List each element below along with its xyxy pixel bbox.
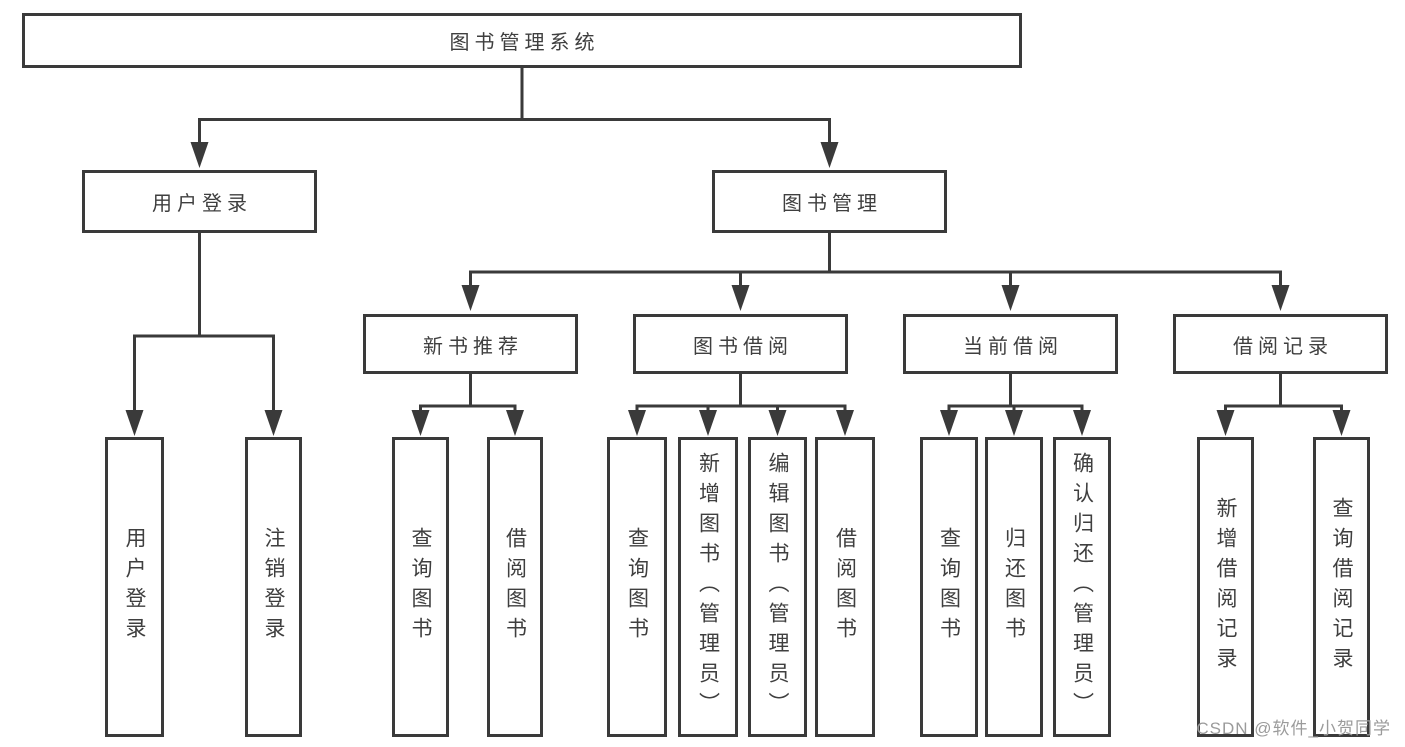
csdn-watermark: CSDN @软件_小贺同学 — [1196, 719, 1391, 738]
node-user-login-group: 用户登录 — [82, 170, 317, 233]
node-label: 查询图书 — [409, 527, 432, 647]
node-label: 注销登录 — [262, 527, 285, 647]
node-label: 借阅图书 — [833, 527, 857, 647]
node-label: 查询图书 — [625, 527, 649, 647]
node-search-books: 查询图书 — [920, 437, 978, 737]
node-borrow-books: 借阅图书 — [487, 437, 543, 737]
node-label: 编辑图书（管理员） — [766, 452, 789, 722]
node-book-borrowing: 图书借阅 — [633, 314, 848, 374]
node-label: 用户登录 — [123, 527, 146, 647]
node-label: 查询借阅记录 — [1330, 497, 1353, 677]
node-search-books: 查询图书 — [392, 437, 449, 737]
node-search-books: 查询图书 — [607, 437, 667, 737]
node-user-login: 用户登录 — [105, 437, 164, 737]
node-new-book-recommend: 新书推荐 — [363, 314, 578, 374]
node-library-system: 图书管理系统 — [22, 13, 1022, 68]
node-book-management: 图书管理 — [712, 170, 947, 233]
node-label: 确认归还（管理员） — [1070, 452, 1094, 722]
node-add-book-admin: 新增图书（管理员） — [678, 437, 738, 737]
node-current-borrowing: 当前借阅 — [903, 314, 1118, 374]
node-label: 新增借阅记录 — [1214, 497, 1237, 677]
node-label: 查询图书 — [937, 527, 961, 647]
node-confirm-return-admin: 确认归还（管理员） — [1053, 437, 1111, 737]
node-add-borrow-record: 新增借阅记录 — [1197, 437, 1254, 737]
node-return-book: 归还图书 — [985, 437, 1043, 737]
node-edit-book-admin: 编辑图书（管理员） — [748, 437, 807, 737]
node-borrow-books: 借阅图书 — [815, 437, 875, 737]
node-search-borrow-record: 查询借阅记录 — [1313, 437, 1370, 737]
node-label: 新增图书（管理员） — [696, 452, 720, 722]
node-label: 借阅图书 — [503, 527, 527, 647]
node-label: 归还图书 — [1002, 527, 1026, 647]
node-borrowing-records: 借阅记录 — [1173, 314, 1388, 374]
node-logout: 注销登录 — [245, 437, 302, 737]
